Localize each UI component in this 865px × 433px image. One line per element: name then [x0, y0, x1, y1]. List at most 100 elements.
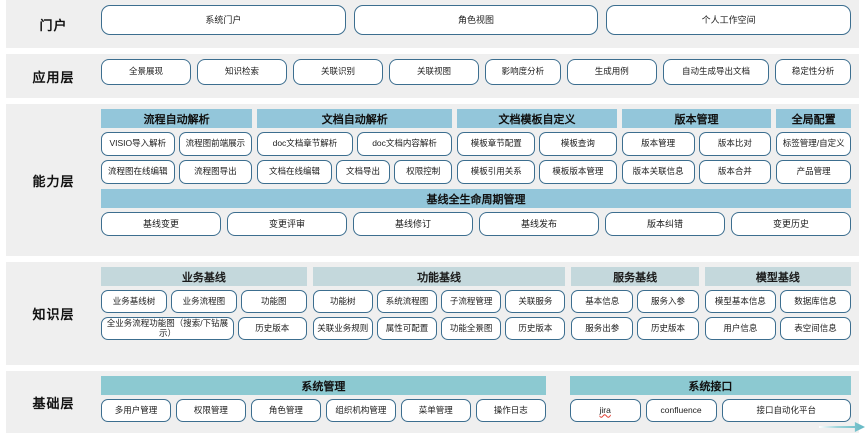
portal-item-role-view[interactable]: 角色视图	[353, 5, 599, 35]
cap-item-flowchart-export[interactable]: 流程图导出	[178, 160, 253, 184]
app-item-panorama[interactable]: 全景展现	[101, 59, 192, 85]
kn-item-business-baseline-tree[interactable]: 业务基线树	[101, 290, 167, 313]
app-item-generate-usecase[interactable]: 生成用例	[566, 59, 657, 85]
group-title-function-baseline: 功能基线	[312, 267, 566, 286]
kn-item-service-output-param[interactable]: 服务出参	[571, 317, 634, 340]
capability-group-doc-template: 文档模板自定义 模板章节配置 模板查询 模板引用关系 模板版本管理	[457, 109, 617, 184]
base-item-role-management[interactable]: 角色管理	[250, 399, 321, 422]
group-row: 全业务流程功能图（搜索/下钻展示） 历史版本	[101, 317, 307, 340]
cap-item-doc-export[interactable]: 文档导出	[335, 160, 391, 184]
baseline-lifecycle-section: 基线全生命周期管理 基线变更 变更评审 基线修订 基线发布 版本纠错 变更历史	[101, 189, 851, 236]
layer-knowledge: 知识层 业务基线 业务基线树 业务流程图 功能图 全业务流程功能图（搜索/下钻展…	[6, 262, 859, 365]
base-item-menu-management[interactable]: 菜单管理	[400, 399, 471, 422]
app-item-impact-analysis[interactable]: 影响度分析	[485, 59, 561, 85]
cap-item-doc-online-edit[interactable]: 文档在线编辑	[257, 160, 332, 184]
group-row: 功能树 系统流程图 子流程管理 关联服务	[312, 290, 566, 313]
app-item-stability-analysis[interactable]: 稳定性分析	[775, 59, 851, 85]
lifecycle-item-baseline-revision[interactable]: 基线修订	[353, 212, 473, 236]
kn-item-full-business-flow-function-diagram[interactable]: 全业务流程功能图（搜索/下钻展示）	[101, 317, 234, 340]
base-item-jira[interactable]: jira	[569, 399, 641, 422]
cap-item-doc-chapter-parse[interactable]: doc文档章节解析	[257, 132, 353, 156]
cap-item-permission-control[interactable]: 权限控制	[394, 160, 453, 184]
kn-item-database-info[interactable]: 数据库信息	[779, 290, 851, 313]
group-title-doc-parsing: 文档自动解析	[257, 109, 453, 128]
kn-item-user-info[interactable]: 用户信息	[704, 317, 776, 340]
group-row: 标签管理/自定义	[776, 132, 852, 156]
cap-item-visio-import-parse[interactable]: VISIO导入解析	[101, 132, 175, 156]
knowledge-group-grid: 业务基线 业务基线树 业务流程图 功能图 全业务流程功能图（搜索/下钻展示） 历…	[101, 267, 851, 340]
portal-button-row: 系统门户 角色视图 个人工作空间	[101, 5, 852, 35]
cap-item-version-relation-info[interactable]: 版本关联信息	[621, 160, 695, 184]
kn-item-business-flowchart[interactable]: 业务流程图	[170, 290, 237, 313]
base-item-org-structure-management[interactable]: 组织机构管理	[325, 399, 396, 422]
group-row: 模板章节配置 模板查询	[457, 132, 617, 156]
lifecycle-item-baseline-change[interactable]: 基线变更	[101, 212, 221, 236]
base-item-multi-user-management[interactable]: 多用户管理	[101, 399, 171, 422]
decorative-arrow-icon	[819, 422, 865, 432]
app-item-knowledge-search[interactable]: 知识检索	[197, 59, 288, 85]
cap-item-template-query[interactable]: 模板查询	[539, 132, 617, 156]
lifecycle-item-change-history[interactable]: 变更历史	[731, 212, 851, 236]
cap-item-doc-content-parse[interactable]: doc文档内容解析	[356, 132, 453, 156]
cap-item-flowchart-online-edit[interactable]: 流程图在线编辑	[101, 160, 175, 184]
group-row: 多用户管理 权限管理 角色管理 组织机构管理 菜单管理 操作日志	[101, 399, 546, 422]
cap-item-product-management[interactable]: 产品管理	[776, 160, 852, 184]
kn-item-related-service[interactable]: 关联服务	[505, 290, 566, 313]
cap-item-flowchart-frontend-display[interactable]: 流程图前端展示	[178, 132, 253, 156]
capability-group-version-mgmt: 版本管理 版本管理 版本比对 版本关联信息 版本合并	[621, 109, 772, 184]
app-item-relation-view[interactable]: 关联视图	[389, 59, 480, 85]
app-item-auto-export-doc[interactable]: 自动生成导出文档	[662, 59, 770, 85]
group-row: 流程图在线编辑 流程图导出	[101, 160, 253, 184]
group-title-doc-template: 文档模板自定义	[457, 109, 617, 128]
foundation-group-grid: 系统管理 多用户管理 权限管理 角色管理 组织机构管理 菜单管理 操作日志 系统…	[101, 376, 851, 422]
kn-item-attribute-configurable[interactable]: 属性可配置	[376, 317, 438, 340]
foundation-group-system-management: 系统管理 多用户管理 权限管理 角色管理 组织机构管理 菜单管理 操作日志	[101, 376, 546, 422]
layer-label-application: 应用层	[32, 69, 75, 85]
kn-item-service-input-param[interactable]: 服务入参	[637, 290, 699, 313]
group-title-system-interface: 系统接口	[569, 376, 851, 395]
cap-item-tag-management[interactable]: 标签管理/自定义	[776, 132, 852, 156]
kn-item-model-basic-info[interactable]: 模型基本信息	[704, 290, 776, 313]
base-item-permission-management[interactable]: 权限管理	[175, 399, 246, 422]
group-row: doc文档章节解析 doc文档内容解析	[257, 132, 453, 156]
group-row: 基本信息 服务入参	[571, 290, 699, 313]
kn-item-function-panorama[interactable]: 功能全景图	[441, 317, 502, 340]
kn-item-basic-info[interactable]: 基本信息	[571, 290, 634, 313]
kn-item-history-version-service[interactable]: 历史版本	[637, 317, 699, 340]
base-item-confluence[interactable]: confluence	[645, 399, 717, 422]
cap-item-template-version-mgmt[interactable]: 模板版本管理	[539, 160, 617, 184]
kn-item-related-business-rule[interactable]: 关联业务规则	[312, 317, 373, 340]
cap-item-version-merge[interactable]: 版本合并	[698, 160, 772, 184]
kn-item-subprocess-management[interactable]: 子流程管理	[441, 290, 502, 313]
group-row: jira confluence 接口自动化平台	[569, 399, 851, 422]
group-row: 产品管理	[776, 160, 852, 184]
base-item-interface-automation-platform[interactable]: 接口自动化平台	[721, 399, 851, 422]
portal-item-personal-workspace[interactable]: 个人工作空间	[606, 5, 852, 35]
kn-item-tablespace-info[interactable]: 表空间信息	[779, 317, 851, 340]
baseline-lifecycle-row: 基线变更 变更评审 基线修订 基线发布 版本纠错 变更历史	[101, 212, 851, 236]
lifecycle-item-version-correction[interactable]: 版本纠错	[605, 212, 725, 236]
cap-item-template-reference-relation[interactable]: 模板引用关系	[457, 160, 536, 184]
cap-item-version-compare[interactable]: 版本比对	[698, 132, 772, 156]
group-title-model-baseline: 模型基线	[704, 267, 851, 286]
cap-item-template-chapter-config[interactable]: 模板章节配置	[457, 132, 536, 156]
group-row: 关联业务规则 属性可配置 功能全景图 历史版本	[312, 317, 566, 340]
group-row: 模型基本信息 数据库信息	[704, 290, 851, 313]
base-item-operation-log[interactable]: 操作日志	[475, 399, 546, 422]
group-row: 版本关联信息 版本合并	[621, 160, 772, 184]
kn-item-history-version-function[interactable]: 历史版本	[505, 317, 566, 340]
kn-item-system-flowchart[interactable]: 系统流程图	[376, 290, 438, 313]
cap-item-version-management[interactable]: 版本管理	[621, 132, 695, 156]
lifecycle-item-baseline-release[interactable]: 基线发布	[479, 212, 599, 236]
foundation-group-system-interface: 系统接口 jira confluence 接口自动化平台	[569, 376, 851, 422]
kn-item-history-version-business[interactable]: 历史版本	[237, 317, 307, 340]
capability-group-grid: 流程自动解析 VISIO导入解析 流程图前端展示 流程图在线编辑 流程图导出 文…	[101, 109, 852, 184]
kn-item-function-diagram[interactable]: 功能图	[240, 290, 307, 313]
group-title-version-mgmt: 版本管理	[621, 109, 772, 128]
app-item-relation-recognition[interactable]: 关联识别	[293, 59, 384, 85]
lifecycle-item-change-review[interactable]: 变更评审	[227, 212, 347, 236]
kn-item-function-tree[interactable]: 功能树	[312, 290, 373, 313]
group-title-global-config: 全局配置	[776, 109, 852, 128]
portal-item-system-portal[interactable]: 系统门户	[101, 5, 346, 35]
